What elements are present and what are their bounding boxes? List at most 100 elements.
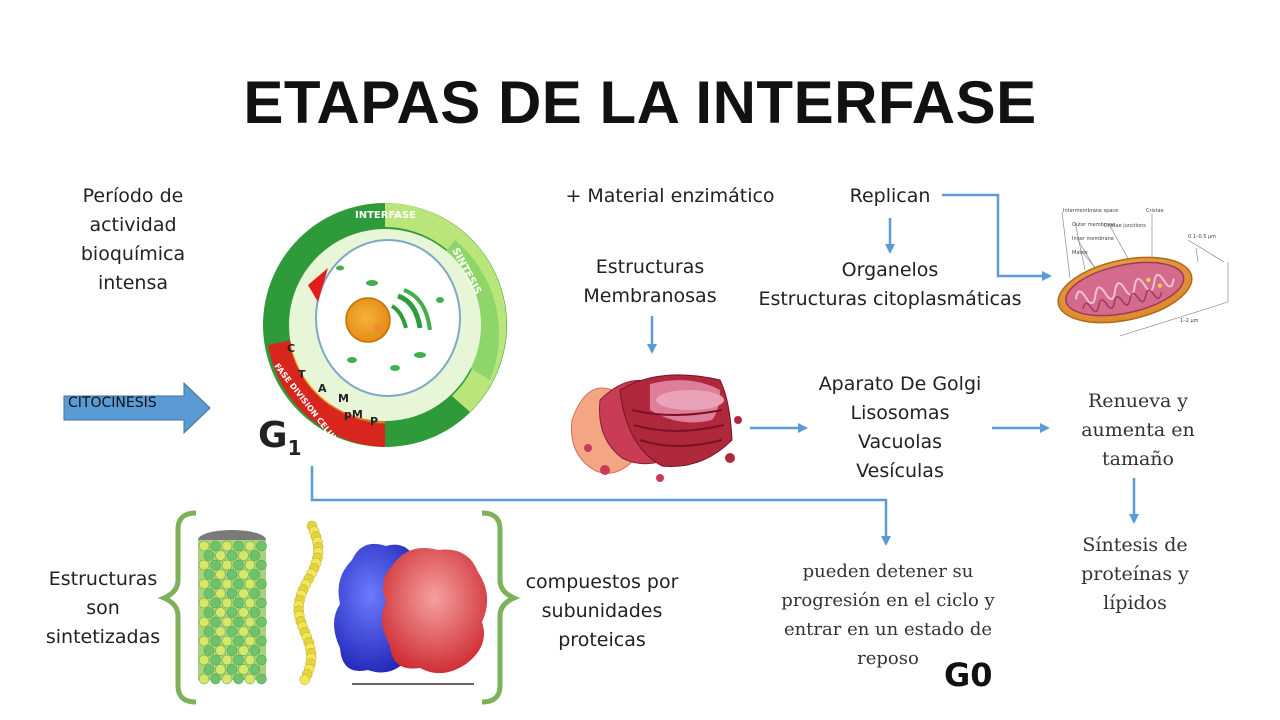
arrow-g1-to-reposo <box>310 466 891 546</box>
microtubule-bead <box>215 550 226 561</box>
microtubule-bead <box>198 635 210 647</box>
microtubule-bead <box>249 664 261 675</box>
microtubule-bead <box>238 645 249 656</box>
ring-label-interfase: INTERFASE <box>355 210 416 221</box>
microtubule-bead <box>215 569 226 580</box>
microtubule-bead <box>233 540 244 552</box>
actin-filament-illustration <box>293 520 324 685</box>
microtubule-bead <box>226 607 238 618</box>
microtubule-bead <box>249 645 261 656</box>
mito-label-inner: Inner membrane <box>1072 236 1114 242</box>
renueva-line-2: aumenta en <box>1081 419 1195 441</box>
microtubule-bead <box>203 664 215 675</box>
left-brace <box>157 510 197 705</box>
mito-label-outer: Outer membrane <box>1072 222 1115 228</box>
microtubule-bead <box>238 626 249 637</box>
renueva-line-1: Renueva y <box>1087 390 1189 412</box>
microtubule-bead <box>233 578 244 590</box>
cell-cycle-diagram: INTERFASE SINTESIS FASE DIVISION CELULAR… <box>263 203 507 453</box>
golgi-list-text: Aparato De Golgi Lisosomas Vacuolas Vesí… <box>805 370 995 486</box>
microtubule-bead <box>221 540 233 552</box>
microtubule-bead <box>233 597 244 609</box>
microtubule-bead <box>198 654 210 666</box>
microtubule-bead <box>233 616 244 628</box>
mito-label-intermembrane: Intermembrane space <box>1063 208 1118 214</box>
period-line-3: bioquímica <box>80 243 186 265</box>
microtubule-bead <box>256 578 267 590</box>
actin-bead <box>299 674 310 685</box>
microtubule-bead <box>244 597 256 609</box>
phase-letter-pm: pM <box>344 408 363 421</box>
period-text: Período de actividad bioquímica intensa <box>58 182 208 298</box>
microtubule-bead <box>221 673 233 685</box>
reposo-line-3: entrar en un estado de <box>783 619 993 640</box>
page-title: ETAPAS DE LA INTERFASE <box>243 69 1037 136</box>
microtubule-bead <box>198 578 210 590</box>
reposo-line-1: pueden detener su <box>802 561 974 582</box>
microtubule-bead <box>226 626 238 637</box>
microtubule-bead <box>244 540 256 552</box>
microtubule-bead <box>221 616 233 628</box>
protein-complex-illustration <box>334 543 488 685</box>
golgi-line-1: Aparato De Golgi <box>818 373 982 395</box>
microtubule-bead <box>203 588 215 599</box>
mito-label-cristae-junctions: Cristae junctions <box>1104 223 1146 229</box>
period-line-4: intensa <box>97 272 169 294</box>
golgi-line-2: Lisosomas <box>850 402 950 424</box>
microtubule-bead <box>215 626 226 637</box>
microtubule-bead <box>210 616 221 628</box>
microtubule-bead <box>215 664 226 675</box>
microtubule-bead <box>233 673 244 685</box>
microtubule-bead <box>221 635 233 647</box>
microtubule-bead <box>215 588 226 599</box>
microtubule-bead <box>256 540 267 552</box>
microtubule-bead <box>226 588 238 599</box>
golgi-line-3: Vacuolas <box>857 431 943 453</box>
microtubule-bead <box>203 569 215 580</box>
microtubule-bead <box>215 645 226 656</box>
microtubule-bead <box>244 559 256 571</box>
mito-label-matrix: Matrix <box>1072 250 1088 256</box>
microtubule-bead <box>256 673 267 685</box>
microtubule-bead <box>198 540 210 552</box>
organelos-text: Organelos Estructuras citoplasmáticas <box>745 256 1035 314</box>
membranosas-line-2: Membranosas <box>583 285 717 307</box>
phase-letter-m: M <box>338 392 349 405</box>
phase-letter-c: C <box>287 342 295 355</box>
microtubule-bead <box>221 559 233 571</box>
microtubule-bead <box>256 654 267 666</box>
microtubule-bead <box>210 635 221 647</box>
organelos-line-1: Organelos <box>841 259 939 281</box>
microtubule-bead <box>244 654 256 666</box>
reposo-line-4: reposo <box>857 648 919 669</box>
microtubule-bead <box>249 607 261 618</box>
compuestos-text: compuestos por subunidades proteicas <box>512 568 692 655</box>
microtubule-bead <box>210 578 221 590</box>
microtubule-illustration <box>198 530 267 685</box>
estructuras-line-3: sintetizadas <box>45 626 161 648</box>
sintesis-text: Síntesis de proteínas y lípidos <box>1055 531 1215 618</box>
microtubule-beads <box>198 540 267 685</box>
replican-text: Replican <box>849 185 931 207</box>
microtubule-bead <box>203 607 215 618</box>
compuestos-line-2: subunidades <box>541 600 663 622</box>
reposo-text: pueden detener su progresión en el ciclo… <box>752 557 1024 673</box>
citocinesis-arrow <box>63 381 211 435</box>
renueva-text: Renueva y aumenta en tamaño <box>1058 387 1218 474</box>
enzyme-text: + Material enzimático <box>565 185 775 207</box>
microtubule-bead <box>238 569 249 580</box>
microtubule-bead <box>210 597 221 609</box>
golgi-illustration <box>570 374 742 482</box>
g0-label: G0 <box>944 656 993 694</box>
microtubule-bead <box>238 550 249 561</box>
reposo-line-2: progresión en el ciclo y <box>781 590 995 611</box>
organelos-line-2: Estructuras citoplasmáticas <box>758 288 1022 310</box>
microtubule-bead <box>256 616 267 628</box>
microtubule-bead <box>221 597 233 609</box>
sintesis-line-2: proteínas y <box>1081 563 1189 585</box>
microtubule-bead <box>210 673 221 685</box>
microtubule-bead <box>233 559 244 571</box>
microtubule-bead <box>238 607 249 618</box>
microtubule-bead <box>221 578 233 590</box>
sintesis-line-1: Síntesis de <box>1082 534 1188 556</box>
